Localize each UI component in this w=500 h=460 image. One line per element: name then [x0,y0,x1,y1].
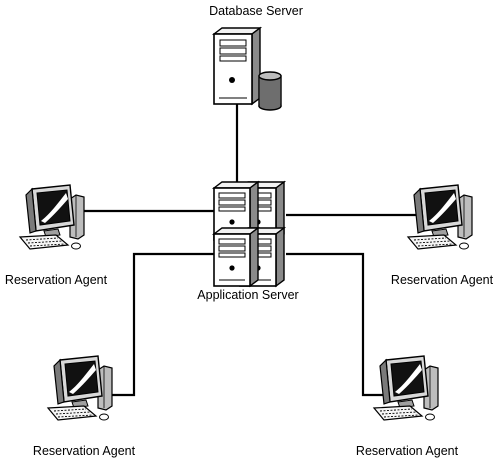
workstation-icon-top-right [407,184,473,250]
link-application-to-agent-bottom-right [286,252,386,397]
connection-lines [80,104,420,397]
database-server-icon [211,26,282,111]
database-cylinder-icon [258,71,282,111]
link-application-to-agent-bottom-left [104,252,216,397]
reservation-agent-label-top-left: Reservation Agent [4,273,108,287]
workstation-icon-top-left [19,184,85,250]
database-server-label: Database Server [209,4,303,18]
workstation-icon-bottom-right [373,355,439,421]
server-cluster-icon [213,181,285,287]
reservation-agent-label-top-right: Reservation Agent [390,273,494,287]
reservation-agent-label-bottom-left: Reservation Agent [32,444,136,458]
workstation-icon-bottom-left [47,355,113,421]
reservation-agent-label-bottom-right: Reservation Agent [355,444,459,458]
application-server-label: Application Server [197,288,299,302]
